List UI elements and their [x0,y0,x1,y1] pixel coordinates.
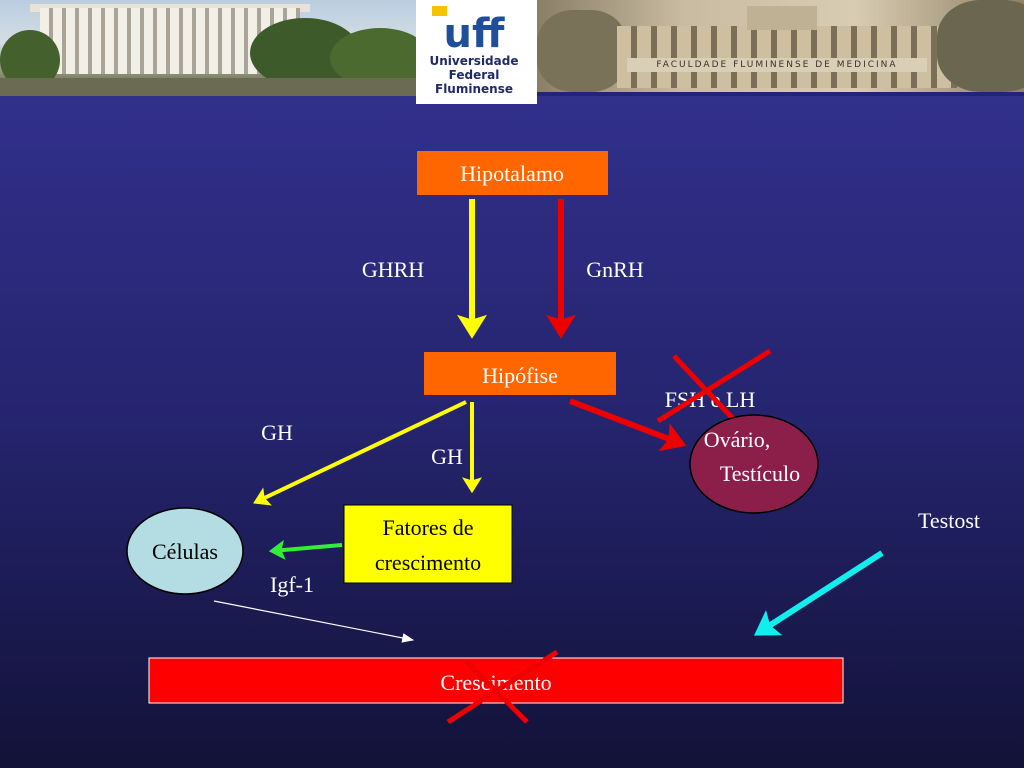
gh-center-label: GH [431,444,463,469]
growth-factors-label-1: Fatores de [382,515,473,540]
growth-bar [148,657,844,704]
gnrh-label: GnRH [586,257,644,282]
gonads-ellipse [689,414,819,514]
gonads-label-2: Testículo [720,461,800,486]
igf1-label: Igf-1 [270,572,314,597]
cells-to-growth-arrow [213,600,415,643]
ghrh-label: GHRH [362,257,424,282]
testosterone-label: Testost [918,508,980,533]
medical-school-photo-right: FACULDADE FLUMINENSE DE MEDICINA [537,0,1024,92]
testosterone-arrow [753,550,884,636]
igf1-arrow [268,539,343,560]
logo-line-1: Universidade [430,54,519,68]
campus-photo-left [0,0,416,96]
logo-line-2: Federal [449,68,500,82]
gh-to-cells-arrow [253,400,467,506]
logo-line-3: Fluminense [435,82,513,96]
gonads-label-1: Ovário, [704,427,771,452]
growth-factors-label-2: crescimento [375,550,481,575]
hypothalamus-label: Hipotalamo [460,161,564,186]
cells-label: Células [152,539,218,564]
logo-dot-icon [432,6,447,16]
cells-ellipse [126,507,244,595]
fsh-lh-arrow [568,398,687,452]
pituitary-label: Hipófise [482,363,558,388]
hypothalamus-box [417,151,608,195]
uff-logo: uff Universidade Federal Fluminense [416,0,537,104]
pituitary-box [424,352,616,395]
growth-factors-box [343,504,513,584]
logo-mark: uff [444,11,505,57]
header-banner: uff Universidade Federal Fluminense FACU… [0,0,1024,104]
gh-left-label: GH [261,420,293,445]
faculty-sign: FACULDADE FLUMINENSE DE MEDICINA [627,58,927,72]
